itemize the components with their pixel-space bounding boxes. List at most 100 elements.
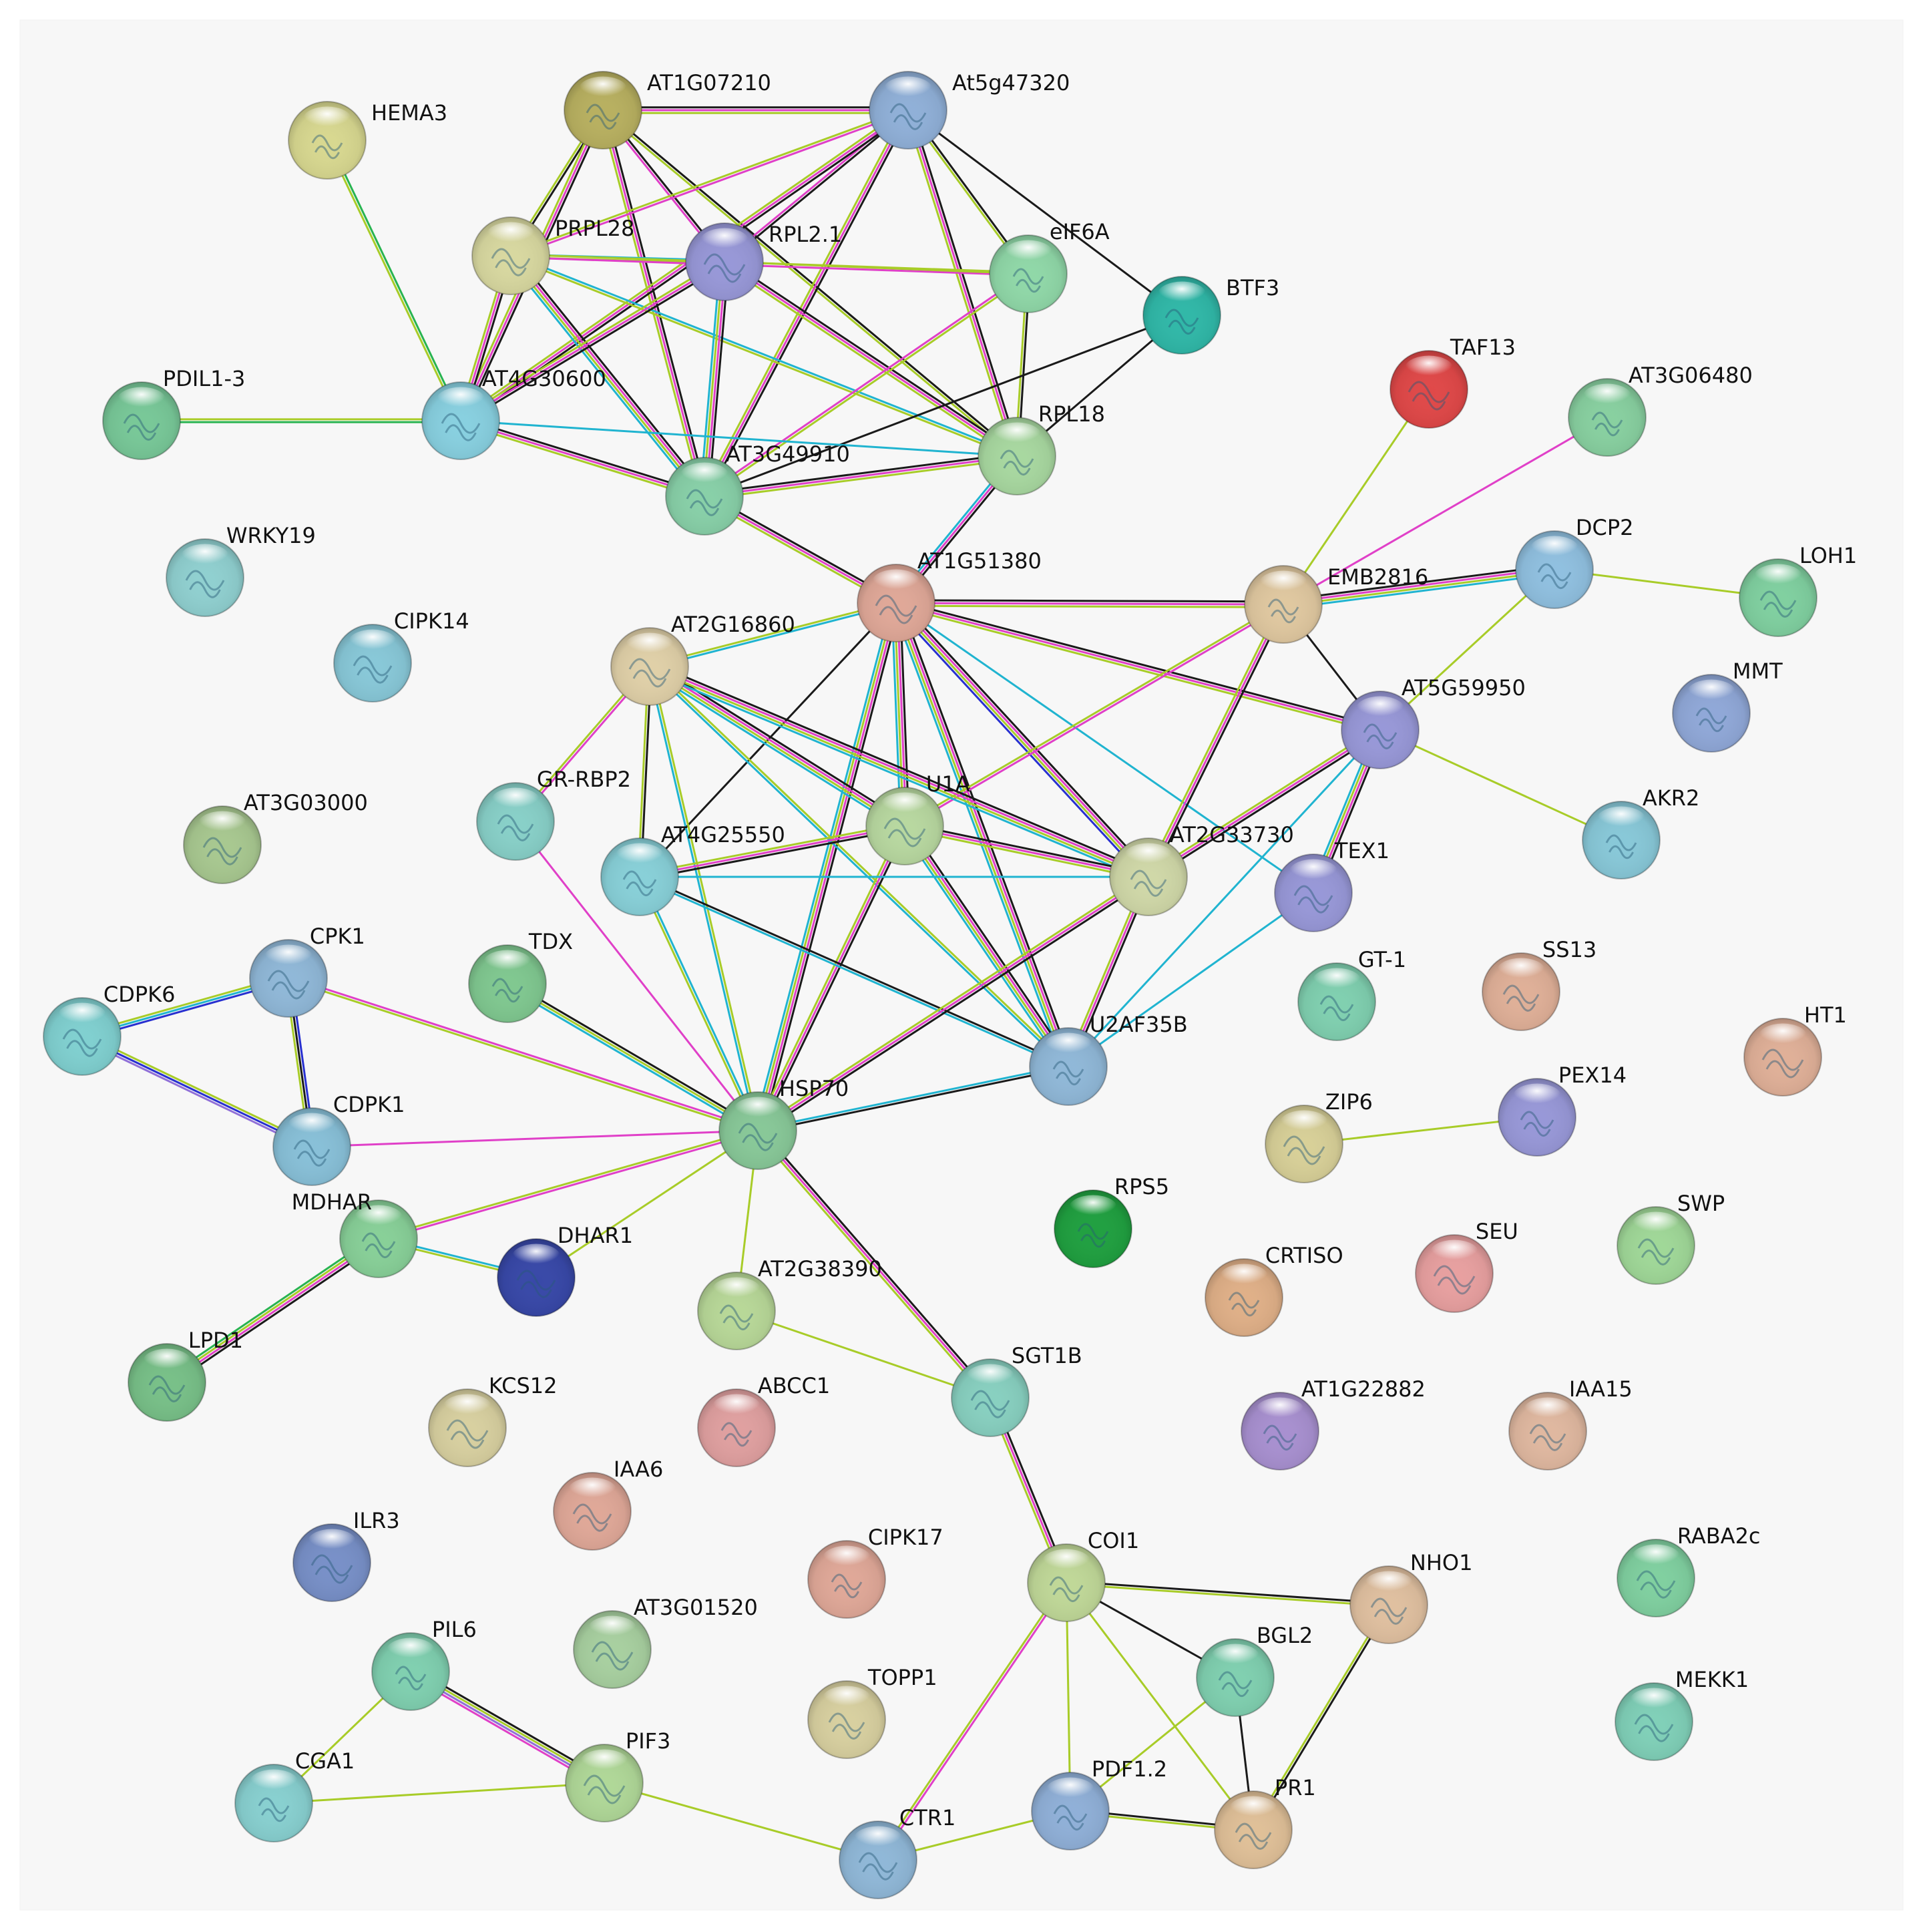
node-TAF13[interactable]: TAF13 [1390,335,1516,429]
node-RABA2c[interactable]: RABA2c [1617,1523,1761,1617]
node-PDF1.2[interactable]: PDF1.2 [1031,1756,1167,1851]
edge-AT2G16860-U2AF35B [648,664,1070,1069]
protein-structure-icon [202,837,242,865]
edge-line [907,823,1073,1065]
node-ILR3[interactable]: ILR3 [292,1508,400,1602]
node-MMT[interactable]: MMT [1672,658,1783,753]
edge-line [704,314,1183,498]
node-BTF3[interactable]: BTF3 [1142,275,1279,355]
node-CGA1[interactable]: CGA1 [234,1748,355,1843]
node-PR1[interactable]: PR1 [1214,1775,1316,1869]
node-highlight [1158,281,1206,307]
edge-line [753,602,893,1130]
node-TOPP1[interactable]: TOPP1 [807,1665,937,1759]
edge-line [904,110,1016,457]
edge-EMB2816-U1A [903,602,1285,829]
protein-structure-icon [1049,1576,1084,1603]
node-AT1G07210[interactable]: AT1G07210 [564,70,771,150]
node-AT4G30600[interactable]: AT4G30600 [421,366,606,460]
node-RPL18[interactable]: RPL18 [978,401,1105,496]
node-highlight [993,422,1041,447]
node-ABCC1[interactable]: ABCC1 [697,1373,830,1467]
node-DCP2[interactable]: DCP2 [1515,515,1634,609]
node-GR-RBP2[interactable]: GR-RBP2 [476,767,631,861]
node-PRPL28[interactable]: PRPL28 [471,216,634,295]
node-SWP[interactable]: SWP [1617,1191,1725,1285]
edge-line [1282,389,1430,605]
node-CDPK6[interactable]: CDPK6 [43,982,176,1076]
node-MDHAR[interactable]: MDHAR [292,1189,418,1278]
node-HEMA3[interactable]: HEMA3 [288,100,447,180]
edge-AT3G06480-EMB2816 [1283,416,1608,606]
node-CTR1[interactable]: CTR1 [839,1805,955,1899]
node-COI1[interactable]: COI1 [1027,1528,1139,1622]
node-label: TEX1 [1334,838,1390,863]
node-PIF3[interactable]: PIF3 [565,1728,670,1822]
node-AT2G16860[interactable]: AT2G16860 [610,612,795,706]
node-eIF6A[interactable]: eIF6A [989,219,1110,313]
node-RPS5[interactable]: RPS5 [1054,1174,1169,1268]
edge-AT1G07210-RPL18 [601,108,1019,458]
node-AT2G38390[interactable]: AT2G38390 [697,1256,882,1350]
node-KCS12[interactable]: KCS12 [428,1373,558,1467]
edge-line [1253,1605,1392,1831]
node-GT-1[interactable]: GT-1 [1297,947,1406,1041]
node-label: AT5G59950 [1402,675,1526,701]
node-WRKY19[interactable]: WRKY19 [166,523,316,617]
node-DHAR1[interactable]: DHAR1 [497,1223,633,1317]
node-label: CPK1 [310,924,365,949]
protein-structure-icon [719,1304,754,1331]
node-label: PEX14 [1558,1062,1627,1088]
node-SEU[interactable]: SEU [1415,1219,1518,1313]
node-highlight [1687,679,1735,705]
node-CIPK14[interactable]: CIPK14 [333,608,469,703]
node-label: AT2G38390 [758,1256,882,1282]
node-RPL2.1[interactable]: RPL2.1 [685,222,842,301]
node-LPD1[interactable]: LPD1 [128,1328,243,1422]
node-AT3G03000[interactable]: AT3G03000 [183,790,368,884]
node-label: DCP2 [1576,515,1634,540]
edge-RPL2.1-RPL18 [722,258,1020,459]
node-AT3G49910[interactable]: AT3G49910 [665,441,850,536]
edge-line [1283,572,1555,610]
node-AT1G22882[interactable]: AT1G22882 [1241,1376,1426,1471]
edge-U1A-AT2G33730 [903,822,1150,881]
node-AKR2[interactable]: AKR2 [1582,785,1699,880]
node-At5g47320[interactable]: At5g47320 [869,70,1070,150]
node-AT4G25550[interactable]: AT4G25550 [600,822,785,916]
node-SS13[interactable]: SS13 [1482,937,1596,1031]
node-AT2G33730[interactable]: AT2G33730 [1109,822,1294,916]
node-CPK1[interactable]: CPK1 [249,924,365,1018]
protein-structure-icon [1637,1238,1675,1266]
node-TEX1[interactable]: TEX1 [1274,838,1390,932]
node-NHO1[interactable]: NHO1 [1349,1550,1472,1644]
node-AT3G01520[interactable]: AT3G01520 [573,1595,758,1689]
node-PDIL1-3[interactable]: PDIL1-3 [102,366,245,460]
node-U2AF35B[interactable]: U2AF35B [1029,1012,1188,1106]
node-HT1[interactable]: HT1 [1743,1002,1847,1097]
node-CDPK1[interactable]: CDPK1 [272,1092,405,1186]
node-IAA15[interactable]: IAA15 [1508,1376,1633,1471]
edge-At5g47320-BTF3 [907,109,1183,317]
edge-line [905,604,1285,829]
node-highlight [250,1769,298,1794]
node-CRTISO[interactable]: CRTISO [1205,1243,1343,1337]
edge-U2AF35B-HSP70 [757,1064,1069,1133]
node-ZIP6[interactable]: ZIP6 [1265,1089,1373,1183]
node-PIL6[interactable]: PIL6 [371,1617,477,1711]
node-LOH1[interactable]: LOH1 [1739,543,1857,637]
node-BGL2[interactable]: BGL2 [1196,1623,1313,1717]
node-AT5G59950[interactable]: AT5G59950 [1341,675,1526,769]
node-PEX14[interactable]: PEX14 [1498,1062,1627,1157]
node-IAA6[interactable]: IAA6 [553,1457,663,1551]
node-EMB2816[interactable]: EMB2816 [1244,564,1428,644]
node-AT3G06480[interactable]: AT3G06480 [1568,363,1753,457]
node-SGT1B[interactable]: SGT1B [951,1343,1082,1437]
node-U1A[interactable]: U1A [865,771,970,865]
node-TDX[interactable]: TDX [468,929,573,1023]
node-MEKK1[interactable]: MEKK1 [1615,1667,1749,1761]
node-AT1G51380[interactable]: AT1G51380 [857,548,1042,642]
node-highlight [1583,383,1631,409]
node-CIPK17[interactable]: CIPK17 [807,1525,943,1619]
node-HSP70[interactable]: HSP70 [718,1076,849,1170]
